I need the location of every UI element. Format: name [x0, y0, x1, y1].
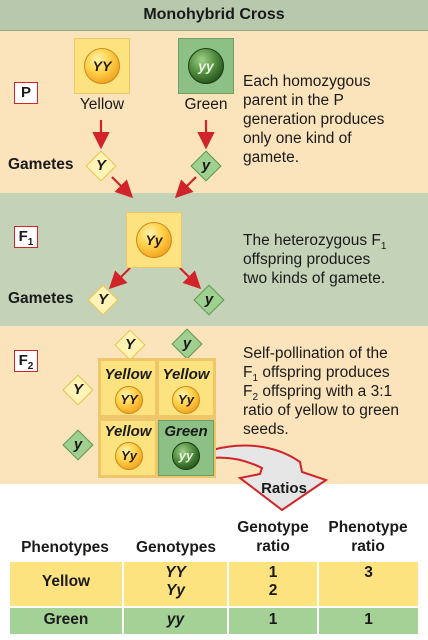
f1-gametes-label: Gametes [8, 290, 74, 307]
table-divider-3 [317, 562, 319, 634]
header-genotype-ratio: Genotype ratio [237, 519, 309, 555]
f2-left-gamete-yellow-text: Y [72, 381, 83, 398]
punnett-cell-yy2-phenotype: Yellow [162, 366, 210, 383]
arrow-gamete-g-to-f1 [174, 176, 197, 199]
punnett-cell-green-seed: yy [172, 442, 200, 470]
arrow-f1-to-gamete-g [179, 267, 202, 290]
punnett-cell-yy-seed: YY [115, 386, 143, 414]
header-phenotypes: Phenotypes [21, 539, 109, 556]
row-yellow-genotypes: YY Yy [165, 564, 186, 599]
p-gametes-label: Gametes [8, 156, 74, 173]
ratios-arrow [211, 444, 329, 512]
parent-green-square [178, 38, 234, 94]
f2-description: Self-pollination of the F1 offspring pro… [243, 345, 399, 438]
parent-green-seed: yy [188, 48, 224, 84]
punnett-cell-yy2-seed: Yy [172, 386, 200, 414]
table-divider-g1 [122, 606, 124, 634]
f2-generation-label: F2 [14, 350, 38, 372]
arrow-gamete-y-to-f1 [111, 176, 134, 199]
p-description: Each homozygous parent in the P generati… [243, 73, 385, 166]
parent-yellow-seed: YY [84, 48, 120, 84]
table-divider-2 [227, 562, 229, 634]
f2-left-gamete-green-text: y [73, 436, 83, 453]
p-gamete-green-text: y [201, 157, 211, 174]
header-genotypes: Genotypes [135, 539, 217, 556]
table-row-yellow [10, 562, 418, 606]
arrow-f1-to-gamete-y [108, 267, 131, 290]
row-green-genotypes: yy [166, 611, 185, 628]
row-yellow-phenotype: Yellow [41, 573, 91, 590]
p-generation-label: P [14, 82, 38, 104]
table-divider-1 [122, 562, 124, 634]
punnett-cell-yy-phenotype: Yellow [104, 366, 152, 383]
punnett-cell-green-phenotype: Green [164, 423, 208, 440]
f1-seed: Yy [136, 222, 172, 258]
punnett-cell-yy3-seed: Yy [115, 442, 143, 470]
f1-gamete-green-text: y [204, 291, 214, 308]
ratios-label: Ratios [261, 480, 307, 497]
row-green-genotype-ratio: 1 [268, 611, 278, 628]
f1-generation-label: F1 [14, 226, 38, 248]
table-row-green [10, 608, 418, 634]
table-divider-g3 [317, 606, 319, 634]
parent-green-label: Green [184, 96, 228, 113]
header-phenotype-ratio: Phenotype ratio [328, 519, 408, 555]
row-yellow-phenotype-ratio: 3 [364, 564, 373, 581]
f1-description: The heterozygous F1 offspring produces t… [243, 232, 387, 287]
table-divider-g2 [227, 606, 229, 634]
f2-top-gamete-yellow-text: Y [124, 336, 135, 353]
parent-yellow-label: Yellow [79, 96, 125, 113]
row-green-phenotype-ratio: 1 [364, 611, 373, 628]
row-green-phenotype: Green [43, 611, 89, 628]
f1-gamete-yellow-text: Y [97, 291, 108, 308]
f2-top-gamete-green-text: y [182, 335, 192, 352]
punnett-cell-yy3-phenotype: Yellow [104, 423, 152, 440]
p-gamete-yellow-text: Y [95, 157, 106, 174]
row-yellow-genotype-ratio: 1 2 [268, 564, 278, 599]
diagram-title: Monohybrid Cross [0, 0, 428, 31]
